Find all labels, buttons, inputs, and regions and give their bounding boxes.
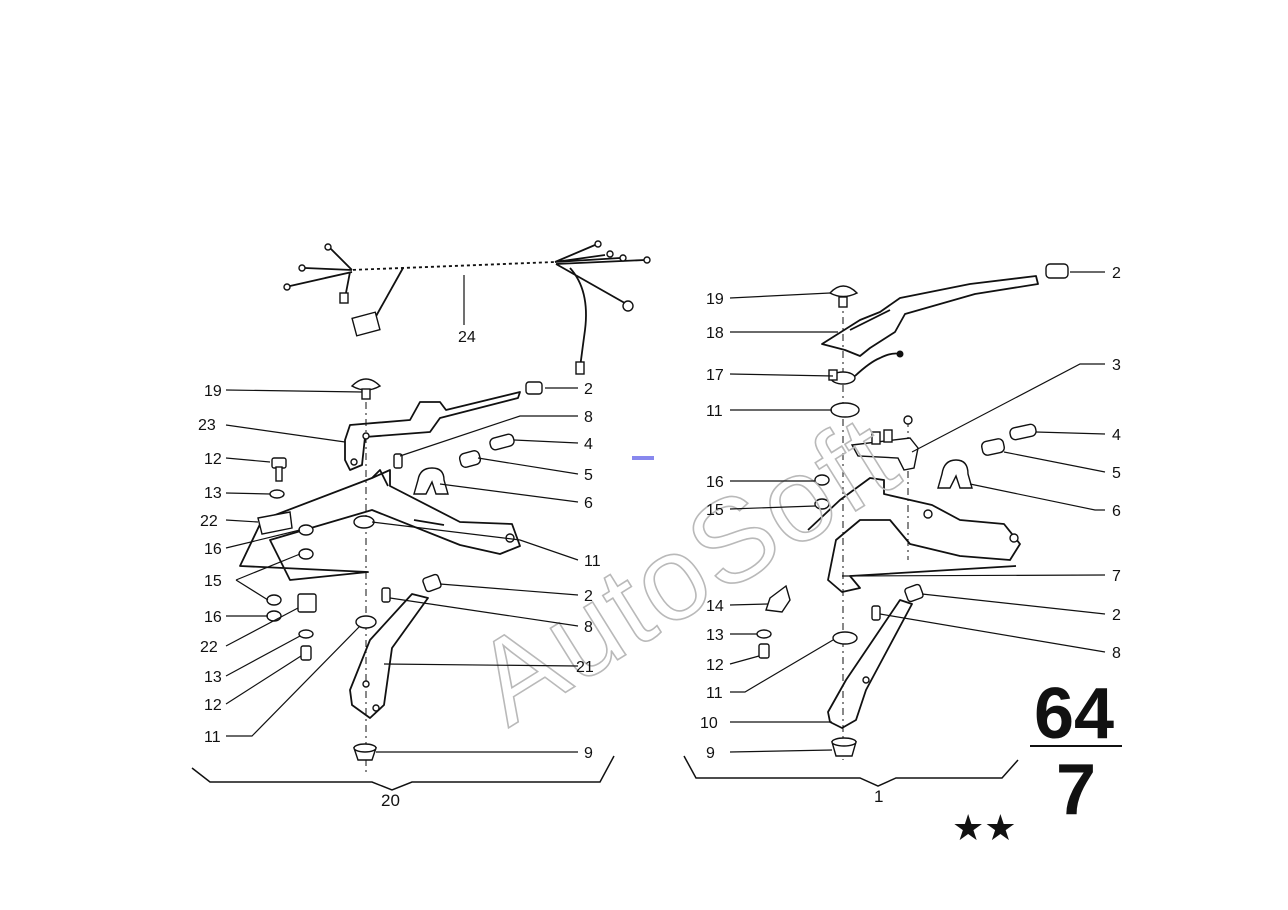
part-label: 22: [200, 639, 218, 656]
part-label: 18: [706, 325, 724, 342]
part-label: 11: [204, 729, 221, 746]
watermark: AutoSoft: [452, 390, 919, 750]
part-label: 14: [706, 598, 724, 615]
part-label: 6: [1112, 503, 1121, 520]
part-label: 8: [584, 619, 593, 636]
part-label: 16: [204, 609, 222, 626]
part-label: 10: [700, 715, 718, 732]
part-label: 19: [706, 291, 724, 308]
part-label: 15: [706, 502, 724, 519]
part-label: 12: [706, 657, 724, 674]
part-label: 8: [1112, 645, 1121, 662]
catalog-group-block: 64 7 ★★: [952, 674, 1122, 849]
part-label: 13: [204, 485, 222, 502]
part-label: 7: [1112, 568, 1121, 585]
part-label: 9: [706, 745, 715, 762]
left-assembly: [239, 240, 651, 775]
subgroup-number: 7: [1056, 750, 1096, 830]
part-label: 16: [706, 474, 724, 491]
part-label: 4: [584, 436, 593, 453]
part-label: 17: [706, 367, 724, 384]
part-label: 23: [198, 417, 216, 434]
part-label: 19: [204, 383, 222, 400]
part-label: 21: [576, 659, 594, 676]
part-label: 5: [1112, 465, 1121, 482]
part-label: 11: [706, 403, 723, 420]
right-labels: 2 19 18 3 17 11 4 5 16 6 15 7 14 2 13 8 …: [700, 265, 1121, 806]
left-labels: 24 19 2 23 8 4 12 5 13 6 22 16 11 15 2 1…: [198, 329, 601, 810]
part-label: 9: [584, 745, 593, 762]
part-label: 13: [204, 669, 222, 686]
part-label: 22: [200, 513, 218, 530]
right-group-brace: [683, 755, 1019, 787]
part-label: 11: [584, 553, 601, 570]
part-label: 24: [458, 329, 476, 346]
part-label: 2: [584, 381, 593, 398]
left-group-label: 20: [381, 791, 400, 810]
left-group-brace: [191, 755, 615, 791]
rating-stars: ★★: [952, 808, 1017, 849]
part-label: 15: [204, 573, 222, 590]
part-label: 4: [1112, 427, 1121, 444]
group-number: 64: [1034, 674, 1114, 754]
part-label: 2: [1112, 265, 1121, 282]
part-label: 11: [706, 685, 723, 702]
right-leaders: [729, 271, 1106, 753]
part-label: 13: [706, 627, 724, 644]
right-group-label: 1: [874, 787, 883, 806]
wiring-harness-drawing: [283, 240, 651, 375]
right-assembly: [756, 263, 1069, 760]
part-label: 12: [204, 697, 222, 714]
part-label: 16: [204, 541, 222, 558]
part-label: 12: [204, 451, 222, 468]
part-label: 2: [1112, 607, 1121, 624]
part-label: 6: [584, 495, 593, 512]
left-leaders: [225, 387, 579, 753]
part-label: 5: [584, 467, 593, 484]
part-label: 8: [584, 409, 593, 426]
part-label: 2: [584, 588, 593, 605]
part-label: 3: [1112, 357, 1121, 374]
watermark-mark: [632, 456, 654, 460]
